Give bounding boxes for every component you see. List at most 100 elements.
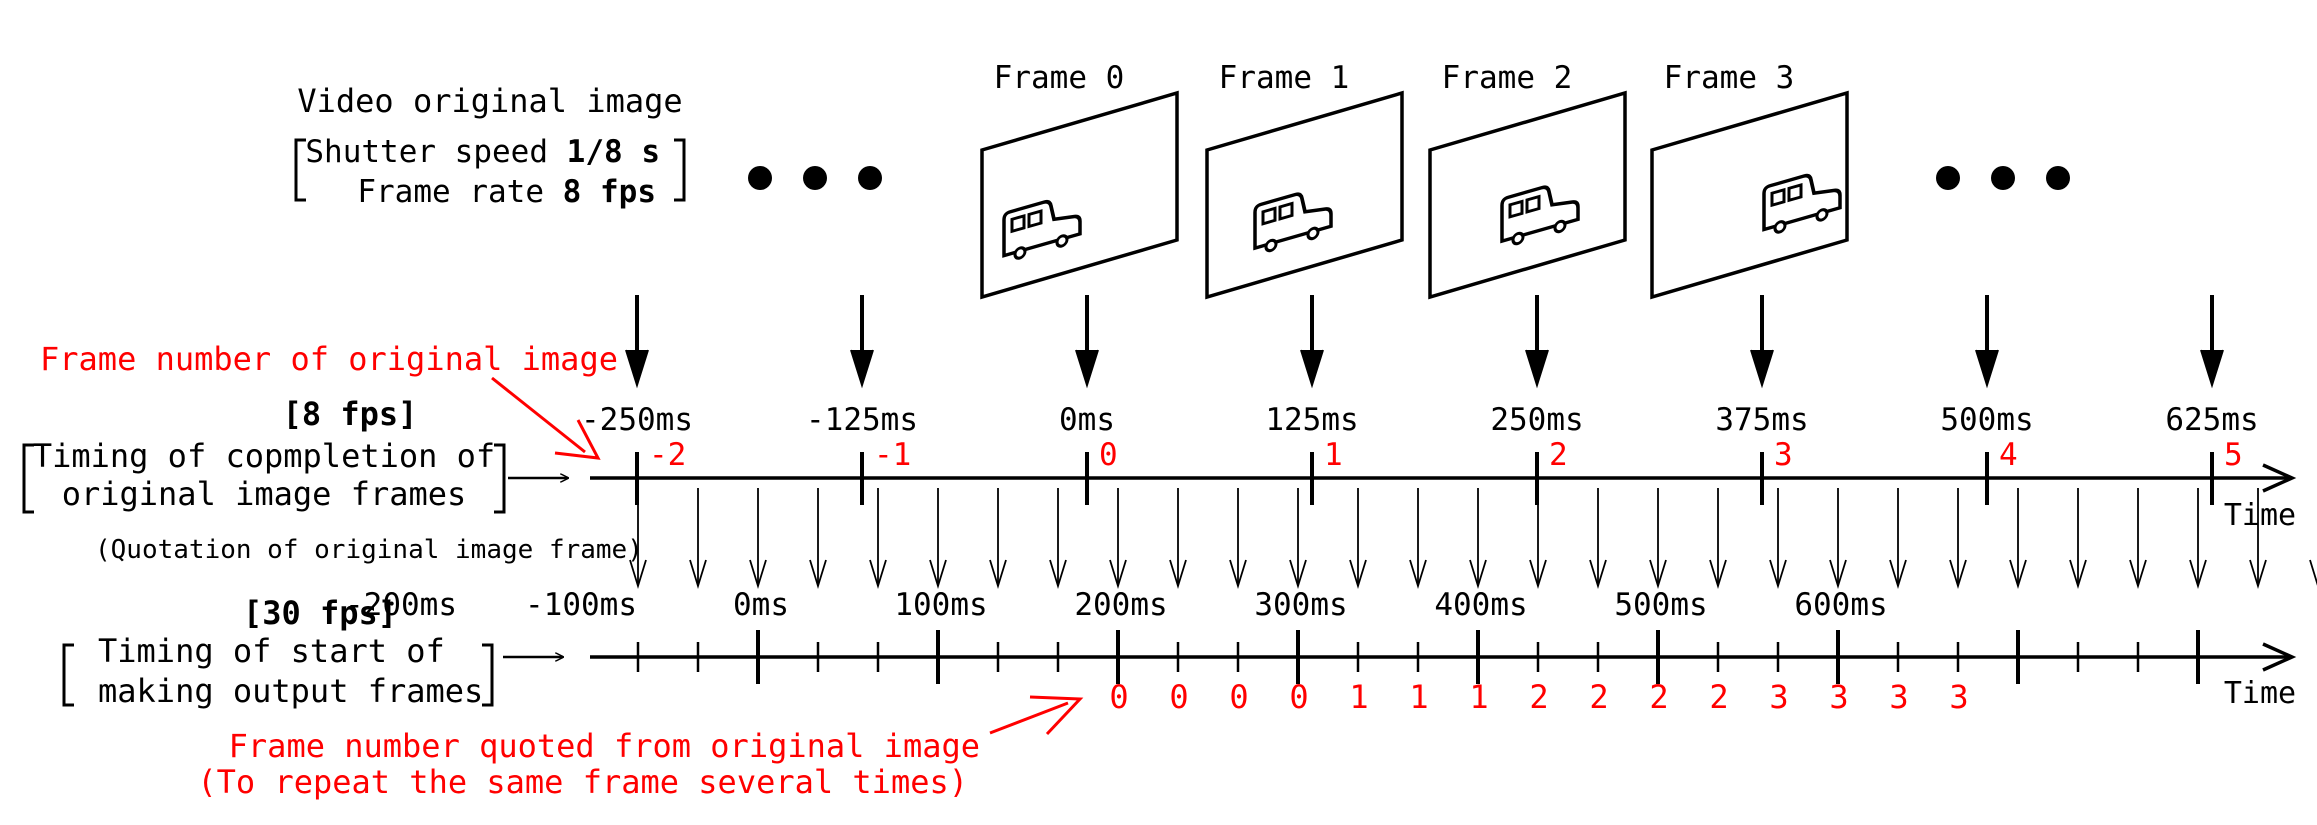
quoted-frame-number: 1 (1469, 678, 1488, 716)
car-wheel (1306, 226, 1320, 241)
frame-down-arrowhead (1300, 349, 1324, 389)
quoted-frame-number: 2 (1649, 678, 1668, 716)
top-time-tick-label: 375ms (1715, 402, 1808, 438)
top-frame-number: -2 (649, 437, 686, 473)
rate-label: Frame rate (357, 174, 562, 210)
frame-rate-line: Frame rate 8 fps (357, 174, 656, 210)
car-window (1027, 209, 1043, 229)
quotation-arrow-head (1529, 559, 1547, 590)
bottom-time-tick-label: -200ms (345, 587, 457, 623)
quoted-frame-number: 2 (1529, 678, 1548, 716)
car-wheel (1553, 219, 1567, 234)
frame-down-arrowhead (625, 349, 649, 389)
quoted-frames-line2: (To repeat the same frame several times) (197, 763, 968, 801)
car-window (1278, 201, 1294, 221)
quoted-frame-number: 2 (1589, 678, 1608, 716)
frame-down-arrowhead (1075, 349, 1099, 389)
quotation-arrow-head (989, 559, 1007, 590)
shutter-label: Shutter speed (305, 134, 566, 170)
bottom-time-tick-label: 300ms (1254, 587, 1347, 623)
quoted-annotation-head (1029, 695, 1084, 736)
quotation-arrow-head (689, 559, 707, 590)
frame-number-annotation: Frame number of original image (40, 340, 618, 378)
car-icon (1500, 185, 1580, 246)
quotation-arrow-head (2249, 559, 2267, 590)
quoted-frame-number: 0 (1109, 678, 1128, 716)
quotation-arrow-head (1949, 559, 1967, 590)
frame-down-arrowhead (2200, 349, 2224, 389)
quoted-frame-number: 3 (1949, 678, 1968, 716)
car-wheel (1773, 220, 1787, 234)
quotation-arrow-head (2189, 559, 2207, 590)
quotation-arrow-head (1889, 559, 1907, 590)
frame-3: Frame 3 (1650, 60, 1849, 300)
shutter-value: 1/8 s (567, 134, 660, 170)
quotation-arrow-head (2069, 559, 2087, 590)
car-wheel (1055, 234, 1069, 248)
frame-label: Frame 0 (994, 60, 1125, 96)
car-wheel (1815, 208, 1829, 222)
frame-1: Frame 1 (1205, 60, 1404, 300)
top-axis-marks: -250ms-2-125ms-10ms0125ms1250ms2375ms350… (581, 402, 2259, 505)
top-time-tick-label: -250ms (581, 402, 693, 438)
car-icon (1762, 173, 1842, 234)
car-window (1010, 213, 1026, 234)
frame-label: Frame 2 (1442, 60, 1573, 96)
top-frame-number: 3 (1774, 437, 1793, 473)
quoted-frame-number: 3 (1829, 678, 1848, 716)
frame-label: Frame 1 (1219, 60, 1350, 96)
quotation-arrow-head (869, 559, 887, 590)
quotation-arrow-head (929, 559, 947, 590)
quotation-arrow-head (1289, 559, 1307, 590)
top-time-label: Time (2224, 498, 2296, 533)
top-frame-number: 0 (1099, 437, 1118, 473)
quotation-arrow-head (1229, 559, 1247, 590)
annotation-arrow-head (554, 419, 601, 460)
car-wheel (1013, 246, 1027, 260)
quotation-arrow-head (629, 559, 647, 590)
quotation-arrow-head (1049, 559, 1067, 590)
top-fps-label: [8 fps] (283, 395, 418, 433)
quotation-arrow-head (2009, 559, 2027, 590)
frames-group: Frame 0 Frame 1 Frame 2 Frame 3 (980, 60, 1849, 300)
top-axis-arrowhead (2262, 463, 2297, 493)
bottom-desc-line2: making output frames (98, 672, 483, 710)
quotation-arrow-head (1409, 559, 1427, 590)
bottom-time-label: Time (2224, 676, 2296, 711)
top-time-tick-label: 500ms (1940, 402, 2033, 438)
car-body (1762, 173, 1842, 232)
quotation-arrow-head (1109, 559, 1127, 590)
frame-down-arrowhead (850, 349, 874, 389)
bottom-time-tick-label: 500ms (1614, 587, 1707, 623)
quoted-frame-number: 0 (1289, 678, 1308, 716)
quotation-arrow-head (809, 559, 827, 590)
bottom-time-tick-label: 0ms (733, 587, 789, 623)
top-time-tick-label: -125ms (806, 402, 918, 438)
car-wheel (1511, 231, 1525, 246)
quotation-arrow-head (1169, 559, 1187, 590)
bottom-time-tick-label: -100ms (525, 587, 637, 623)
quotation-label: (Quotation of original image frame) (95, 535, 643, 565)
frame-label: Frame 3 (1664, 60, 1795, 96)
annotation-arrow-line (491, 376, 586, 454)
top-time-tick-label: 0ms (1059, 402, 1115, 438)
quotation-arrow-head (2129, 559, 2147, 590)
header-bracket-left (294, 138, 306, 202)
top-bracket-left (22, 443, 34, 514)
quoted-frame-number: 1 (1409, 678, 1428, 716)
frame-panel (1650, 90, 1849, 300)
shutter-speed-line: Shutter speed 1/8 s (305, 134, 660, 170)
frame-down-arrowhead (1750, 349, 1774, 389)
bottom-fps-label: [30 fps] (243, 594, 397, 632)
car-window (1787, 182, 1803, 203)
car-window (1261, 206, 1277, 226)
frame-panel (980, 90, 1179, 300)
ellipsis-dots-right (1936, 166, 2070, 190)
quoted-frame-number: 0 (1169, 678, 1188, 716)
quotation-arrow-head (1469, 559, 1487, 590)
car-window (1525, 194, 1541, 214)
video-title: Video original image (297, 82, 682, 120)
car-wheel (1264, 238, 1278, 253)
quoted-frames-line1: Frame number quoted from original image (229, 727, 980, 765)
